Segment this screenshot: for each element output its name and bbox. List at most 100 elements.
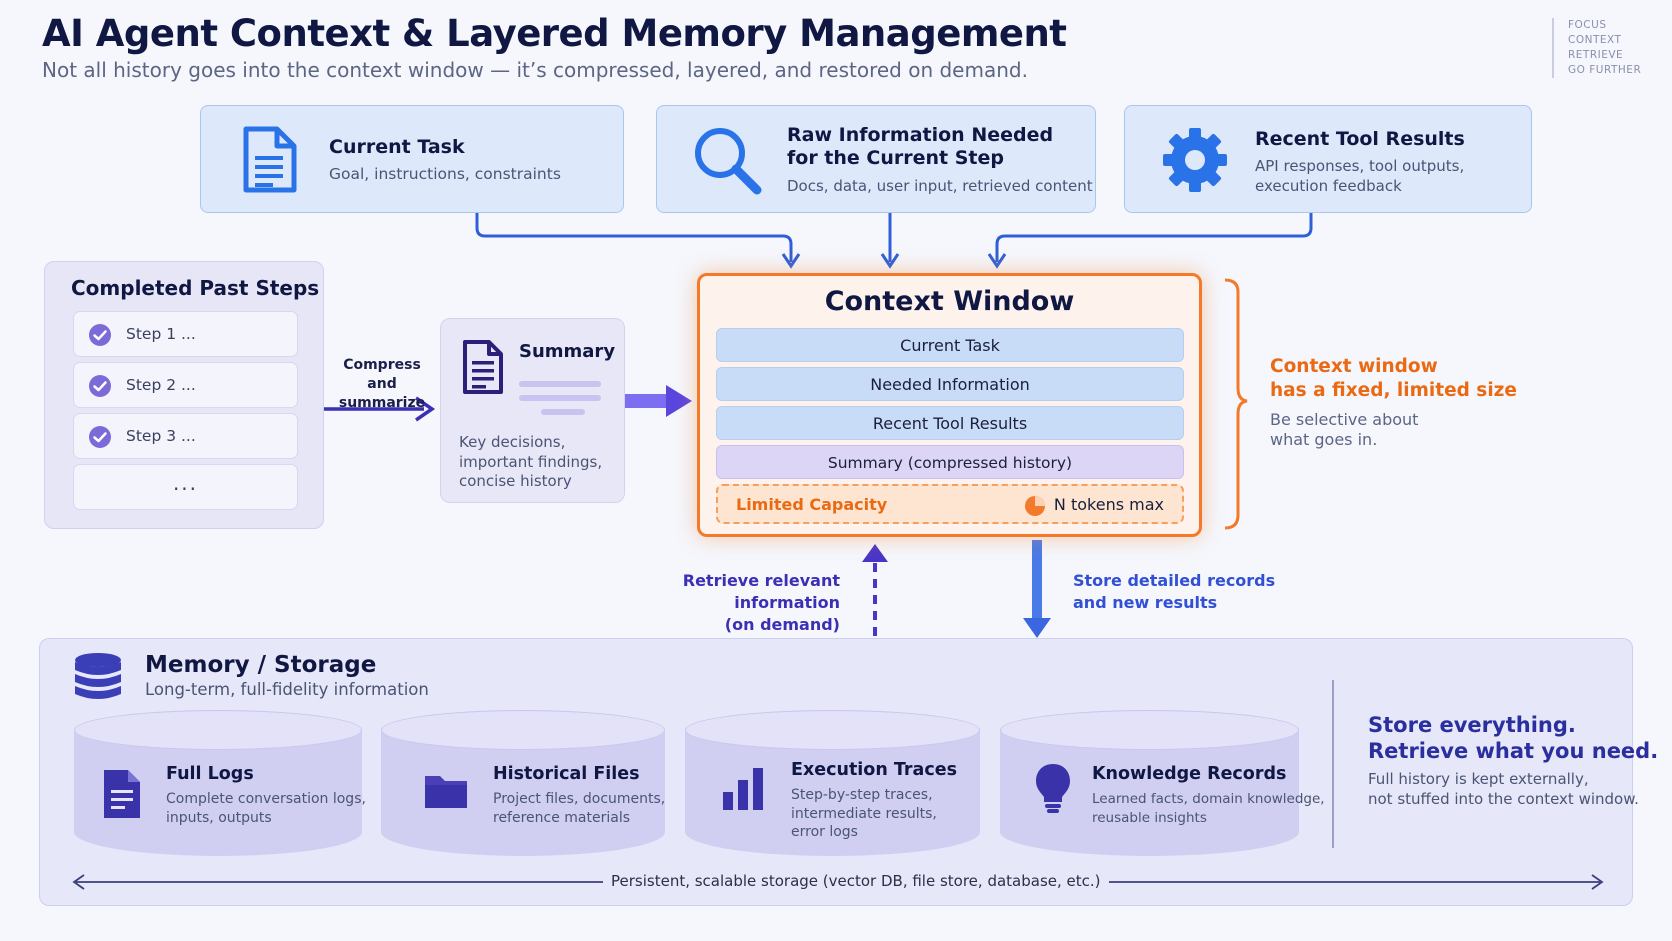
input-card-recent-tool-results: Recent Tool Results API responses, tool … [1124, 105, 1532, 213]
memory-tagline-line: Store everything. [1368, 713, 1576, 737]
connector-task [475, 213, 793, 262]
store-desc-line: error logs [791, 824, 858, 840]
connector-tools [995, 213, 1313, 262]
store-desc-line: reusable insights [1092, 809, 1207, 826]
context-row-needed-information: Needed Information [716, 367, 1184, 401]
database-icon [75, 653, 121, 699]
store-desc-line: Step-by-step traces, [791, 787, 933, 803]
store-title: Execution Traces [791, 760, 957, 780]
summary-line-decor [519, 381, 601, 387]
context-row-current-task: Current Task [716, 328, 1184, 362]
limited-capacity-bar: Limited Capacity N tokens max [716, 484, 1184, 524]
pie-chart-icon [1025, 496, 1045, 516]
past-step-item: Step 1 ... [73, 311, 298, 357]
context-row-summary: Summary (compressed history) [716, 445, 1184, 479]
input-card-current-task: Current Task Goal, instructions, constra… [200, 105, 624, 213]
memory-note-line: Full history is kept externally, [1368, 770, 1589, 788]
bar-chart-icon [723, 768, 763, 810]
store-desc-line: reference materials [493, 809, 631, 826]
check-circle-icon [89, 375, 111, 397]
side-tags: FOCUS CONTEXT RETRIEVE GO FURTHER [1552, 18, 1641, 78]
card-desc-line1: API responses, tool outputs, [1255, 157, 1465, 175]
store-desc: Step-by-step traces, intermediate result… [791, 786, 937, 842]
card-title: Current Task [329, 136, 465, 158]
store-execution-traces: Execution Traces Step-by-step traces, in… [685, 710, 980, 856]
context-window-title: Context Window [824, 286, 1075, 317]
persistent-storage-label: Persistent, scalable storage (vector DB,… [603, 872, 1109, 890]
memory-title: Memory / Storage [145, 652, 377, 678]
memory-subtitle: Long-term, full-fidelity information [145, 680, 429, 699]
context-row-recent-tool-results: Recent Tool Results [716, 406, 1184, 440]
log-document-icon [104, 770, 140, 818]
card-title: Recent Tool Results [1255, 128, 1465, 150]
context-size-note-line: has a fixed, limited size [1270, 380, 1517, 401]
summary-card: Summary Key decisions, important finding… [440, 318, 625, 503]
panel-title: Completed Past Steps [71, 276, 320, 300]
retrieve-label: Retrieve relevant information (on demand… [590, 570, 840, 636]
context-hint-line: Be selective about [1270, 410, 1419, 429]
store-desc-line: Complete conversation logs, [166, 791, 366, 807]
store-desc-line: intermediate results, [791, 805, 937, 822]
store-full-logs: Full Logs Complete conversation logs, in… [74, 710, 366, 856]
step-label: Step 1 ... [126, 325, 196, 343]
card-title-line1: Raw Information Needed [787, 124, 1054, 146]
memory-note: Full history is kept externally, not stu… [1368, 769, 1639, 809]
context-bracket [1224, 278, 1248, 530]
search-icon [695, 128, 762, 195]
input-card-raw-information: Raw Information Needed for the Current S… [656, 105, 1096, 213]
folder-icon [425, 776, 467, 808]
memory-tagline-line: Retrieve what you need. [1368, 739, 1659, 763]
retrieve-label-line: Retrieve relevant information [682, 571, 840, 612]
side-tag: GO FURTHER [1568, 64, 1642, 76]
cylinder-top [1000, 710, 1299, 750]
limited-capacity-label: Limited Capacity [736, 495, 888, 514]
card-desc: Docs, data, user input, retrieved conten… [787, 177, 1093, 195]
lightbulb-icon [1036, 764, 1070, 813]
retrieve-label-line: (on demand) [724, 615, 840, 634]
document-icon [243, 126, 297, 193]
check-circle-icon [89, 324, 111, 346]
store-label-line: and new results [1073, 593, 1218, 612]
store-title: Historical Files [493, 764, 640, 784]
side-tag: RETRIEVE [1568, 49, 1624, 61]
card-desc: Goal, instructions, constraints [329, 165, 561, 183]
summary-desc-line: important findings, [459, 452, 603, 471]
store-arrow [1032, 540, 1042, 620]
store-desc: Project files, documents, reference mate… [493, 790, 665, 827]
tokens-label: N tokens max [1053, 495, 1164, 514]
store-title: Full Logs [166, 764, 254, 784]
cylinder-top [74, 710, 362, 750]
summary-desc-line: Key decisions, [459, 433, 566, 451]
summary-desc: Key decisions, important findings, conci… [459, 433, 602, 492]
more-steps-ellipsis: ... [172, 471, 199, 495]
past-step-item: Step 2 ... [73, 362, 298, 408]
store-label-line: Store detailed records [1073, 571, 1276, 590]
memory-note-line: not stuffed into the context window. [1368, 790, 1639, 808]
context-size-note-line: Context window [1270, 356, 1438, 377]
gear-icon [1163, 128, 1227, 192]
step-label: Step 3 ... [126, 427, 196, 445]
summary-to-context-arrow [625, 394, 673, 408]
card-title-line2: for the Current Step [787, 147, 1004, 169]
cylinder-body [685, 730, 980, 856]
cylinder-top [381, 710, 665, 750]
summary-line-decor [519, 395, 601, 401]
store-historical-files: Historical Files Project files, document… [381, 710, 665, 856]
compress-label-line2: and summarize [338, 376, 426, 411]
compress-label-line1: Compress [343, 357, 421, 373]
summary-desc-line: concise history [459, 472, 572, 490]
summary-line-decor [541, 409, 585, 415]
past-step-more: ... [73, 464, 298, 510]
summary-title: Summary [519, 341, 616, 362]
side-tag: CONTEXT [1568, 34, 1622, 46]
page-title: AI Agent Context & Layered Memory Manage… [42, 12, 1067, 55]
store-desc: Learned facts, domain knowledge, reusabl… [1092, 790, 1325, 827]
cylinder-top [685, 710, 980, 750]
context-hint-line: what goes in. [1270, 430, 1378, 449]
memory-divider [1332, 680, 1334, 848]
store-title: Knowledge Records [1092, 764, 1287, 784]
store-knowledge-records: Knowledge Records Learned facts, domain … [1000, 710, 1325, 856]
past-step-item: Step 3 ... [73, 413, 298, 459]
compress-label: Compress and summarize [328, 356, 436, 413]
store-desc-line: Learned facts, domain knowledge, [1092, 791, 1325, 807]
